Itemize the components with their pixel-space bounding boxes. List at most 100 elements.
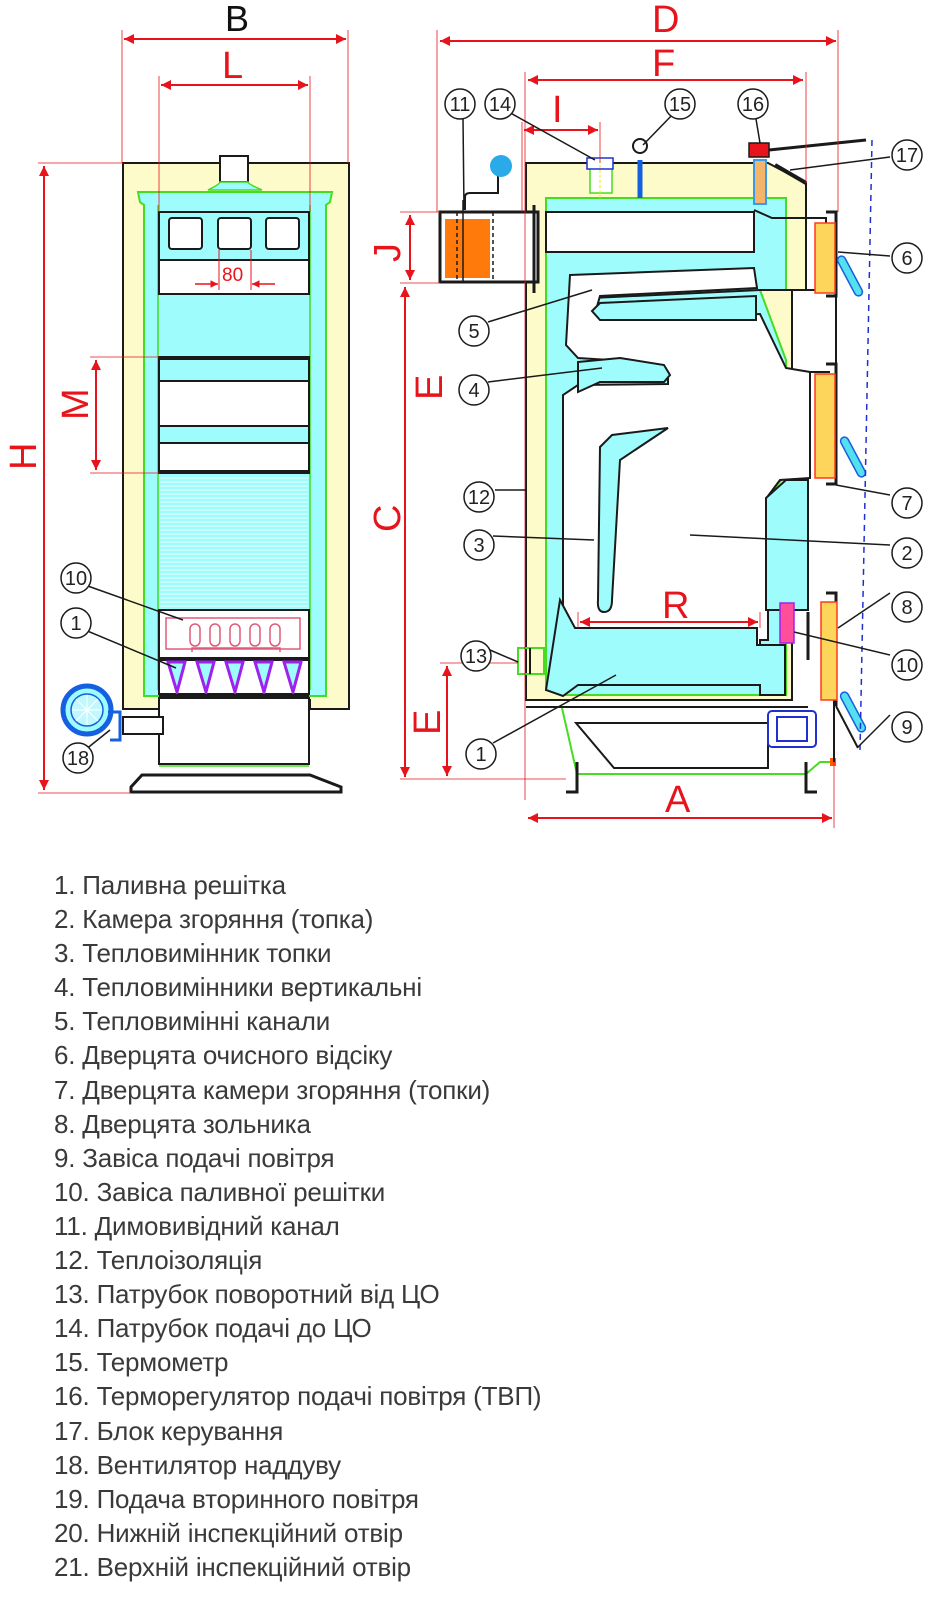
legend-item: 21. Верхній інспекційний отвір bbox=[54, 1551, 411, 1582]
svg-text:6: 6 bbox=[901, 248, 912, 270]
legend-item: 2. Камера згоряння (топка) bbox=[54, 904, 374, 935]
callout-side-2: 2 bbox=[891, 537, 923, 569]
svg-text:18: 18 bbox=[67, 748, 89, 770]
fan-icon bbox=[60, 683, 122, 742]
front-grate-curtain bbox=[165, 617, 301, 650]
front-opening-2 bbox=[217, 217, 252, 250]
dim-H-label: H bbox=[3, 443, 45, 470]
side-flue-handle bbox=[464, 170, 499, 210]
side-right-jacket bbox=[765, 479, 809, 611]
dim-R-label: R bbox=[662, 585, 689, 627]
front-door-panel-2 bbox=[158, 442, 310, 473]
legend-item: 18. Вентилятор наддуву bbox=[54, 1449, 341, 1480]
legend-item: 11. Димовивідний канал bbox=[54, 1210, 340, 1241]
legend-item: 9. Завіса подачі повітря bbox=[54, 1142, 335, 1173]
legend-item: 1. Паливна решітка bbox=[54, 870, 286, 900]
legend-item: 10. Завіса паливної решітки bbox=[54, 1176, 386, 1207]
svg-text:17: 17 bbox=[896, 145, 918, 167]
legend-item: 8. Дверцята зольника bbox=[54, 1108, 311, 1139]
side-control-panel bbox=[773, 163, 808, 185]
dim-F-label: F bbox=[652, 43, 675, 85]
legend-item: 4. Тепловимінники вертикальні bbox=[54, 972, 422, 1003]
callout-side-7: 7 bbox=[891, 487, 923, 519]
dim-L-label: L bbox=[222, 45, 243, 87]
svg-text:5: 5 bbox=[468, 321, 479, 343]
side-dimensions bbox=[400, 30, 839, 828]
dim-A-label: A bbox=[665, 779, 691, 821]
svg-text:13: 13 bbox=[465, 646, 487, 668]
side-regulator-head bbox=[748, 142, 770, 158]
callout-leaders bbox=[84, 109, 891, 751]
svg-text:10: 10 bbox=[896, 655, 918, 677]
side-dashed-line bbox=[859, 139, 873, 751]
dim-B-label: B bbox=[225, 0, 249, 39]
dim-J-label: J bbox=[367, 243, 409, 262]
callout-side-11: 11 bbox=[444, 88, 476, 120]
callout-side-17: 17 bbox=[891, 139, 923, 171]
legend-item: 3. Тепловимінник топки bbox=[54, 938, 332, 969]
callout-side-5: 5 bbox=[458, 315, 490, 347]
front-opening-1 bbox=[168, 217, 203, 250]
side-view bbox=[438, 138, 873, 794]
svg-text:3: 3 bbox=[473, 535, 484, 557]
dim-I-label: I bbox=[552, 89, 563, 131]
legend-item: 13. Патрубок поворотний від ЦО bbox=[54, 1279, 440, 1310]
svg-text:9: 9 bbox=[901, 717, 912, 739]
callout-front-18: 18 bbox=[62, 742, 94, 774]
legend-item: 12. Теплоізоляція bbox=[54, 1245, 263, 1276]
front-fan-duct bbox=[122, 716, 164, 735]
dim-80-label: 80 bbox=[222, 265, 243, 286]
svg-text:12: 12 bbox=[468, 487, 490, 509]
side-channel-5 bbox=[590, 294, 757, 321]
front-dimensions bbox=[38, 30, 349, 794]
side-heat-exchanger-4 bbox=[577, 356, 672, 394]
dim-M-label: M bbox=[55, 388, 97, 420]
legend-item: 15. Термометр bbox=[54, 1347, 229, 1378]
svg-text:11: 11 bbox=[450, 94, 471, 116]
front-curtain-slots bbox=[189, 623, 281, 652]
dim-D-label: D bbox=[652, 0, 679, 41]
legend-item: 19. Подача вторинного повітря bbox=[54, 1483, 419, 1514]
side-air-damper bbox=[835, 705, 859, 749]
side-regulator-chain bbox=[768, 138, 867, 152]
legend-item: 6. Дверцята очисного відсіку bbox=[54, 1040, 393, 1071]
side-door-6 bbox=[814, 210, 864, 298]
legend-item: 20. Нижній інспекційний отвір bbox=[54, 1517, 403, 1548]
legend-item: 16. Терморегулятор подачі повітря (ТВП) bbox=[54, 1381, 542, 1412]
parts-legend: 1. Паливна решітка 2. Камера згоряння (т… bbox=[54, 868, 542, 1584]
boiler-diagram: 80 bbox=[3, 0, 923, 828]
svg-text:16: 16 bbox=[742, 94, 764, 116]
front-opening-3 bbox=[265, 217, 300, 250]
side-grate-bar bbox=[544, 596, 786, 698]
svg-text:15: 15 bbox=[669, 94, 691, 116]
thermometer-icon bbox=[632, 138, 648, 154]
callout-front-10: 10 bbox=[60, 562, 92, 594]
legend-item: 5. Тепловимінні канали bbox=[54, 1006, 331, 1037]
legend-item: 14. Патрубок подачі до ЦО bbox=[54, 1313, 372, 1344]
dim-E-lower-label: E bbox=[407, 710, 449, 735]
side-ashpan bbox=[573, 722, 769, 769]
callout-side-9: 9 bbox=[891, 711, 923, 743]
callout-front-1: 1 bbox=[60, 607, 92, 639]
dim-E-upper-label: E bbox=[409, 375, 451, 400]
front-ashpan bbox=[158, 697, 310, 765]
side-air-box bbox=[767, 710, 817, 748]
front-base-plinth bbox=[129, 773, 343, 794]
svg-text:2: 2 bbox=[901, 543, 912, 565]
svg-text:1: 1 bbox=[475, 744, 486, 766]
svg-text:8: 8 bbox=[901, 597, 912, 619]
legend-item: 7. Дверцята камери згоряння (топки) bbox=[54, 1074, 491, 1105]
callout-side-12: 12 bbox=[463, 481, 495, 513]
side-air-box-inner bbox=[776, 716, 808, 742]
side-flue-passage bbox=[545, 211, 755, 253]
side-regulator-stem bbox=[753, 159, 767, 205]
front-top-pipe-base bbox=[207, 181, 263, 191]
front-view: 80 bbox=[60, 155, 350, 794]
legend-item: 17. Блок керування bbox=[54, 1415, 284, 1446]
callout-side-3: 3 bbox=[463, 529, 495, 561]
side-flue-knob bbox=[490, 155, 512, 177]
svg-text:4: 4 bbox=[468, 380, 479, 402]
front-firebox-hatch bbox=[160, 475, 308, 610]
side-grate-curtain bbox=[779, 602, 795, 644]
svg-text:14: 14 bbox=[489, 94, 511, 116]
